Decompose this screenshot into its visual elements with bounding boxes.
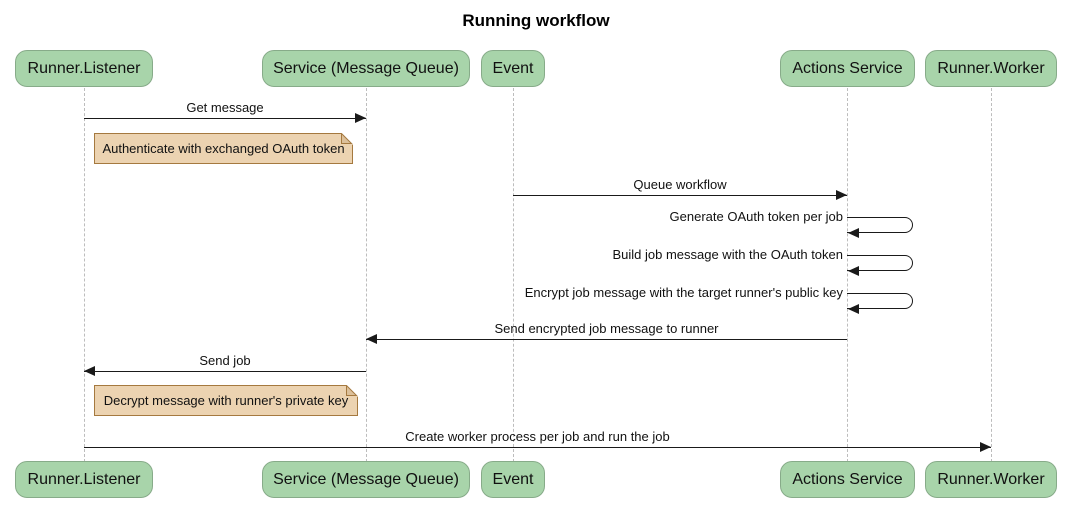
arrowhead-right-icon: [980, 442, 991, 452]
message-label: Encrypt job message with the target runn…: [524, 285, 843, 300]
note-text: Decrypt message with runner's private ke…: [103, 393, 349, 408]
lifeline-runner-worker: [991, 88, 992, 462]
actor-label: Actions Service: [792, 59, 903, 77]
arrowhead-left-icon: [848, 266, 859, 276]
actor-event-bottom: Event: [481, 461, 545, 498]
note-fold-icon: [346, 385, 358, 397]
arrowhead-right-icon: [355, 113, 366, 123]
arrowhead-right-icon: [836, 190, 847, 200]
arrowhead-left-icon: [366, 334, 377, 344]
actor-runner-listener-bottom: Runner.Listener: [15, 461, 153, 498]
self-loop-line: [847, 293, 913, 309]
actor-label: Runner.Worker: [937, 470, 1045, 488]
actor-label: Service (Message Queue): [273, 470, 459, 488]
note-fold-icon: [341, 133, 353, 145]
message-label: Create worker process per job and run th…: [405, 429, 670, 444]
actor-service-message-queue-top: Service (Message Queue): [262, 50, 470, 87]
self-loop-line: [847, 217, 913, 233]
lifeline-event: [513, 88, 514, 462]
message-label: Get message: [186, 100, 264, 115]
actor-label: Event: [492, 470, 534, 488]
actor-actions-service-bottom: Actions Service: [780, 461, 915, 498]
actor-runner-listener-top: Runner.Listener: [15, 50, 153, 87]
actor-runner-worker-bottom: Runner.Worker: [925, 461, 1057, 498]
actor-runner-worker-top: Runner.Worker: [925, 50, 1057, 87]
message-line: [84, 447, 991, 448]
self-loop-line: [847, 255, 913, 271]
message-label: Build job message with the OAuth token: [612, 247, 843, 262]
actor-actions-service-top: Actions Service: [780, 50, 915, 87]
message-line: [366, 339, 847, 340]
message-label: Send job: [199, 353, 251, 368]
message-line: [84, 371, 366, 372]
message-label: Generate OAuth token per job: [669, 209, 843, 224]
message-label: Send encrypted job message to runner: [494, 321, 719, 336]
lifeline-runner-listener: [84, 88, 85, 462]
actor-label: Service (Message Queue): [273, 59, 459, 77]
lifeline-service-message-queue: [366, 88, 367, 462]
actor-event-top: Event: [481, 50, 545, 87]
message-line: [84, 118, 366, 119]
message-line: [513, 195, 847, 196]
actor-label: Runner.Listener: [27, 470, 141, 488]
actor-label: Actions Service: [792, 470, 903, 488]
lifeline-actions-service: [847, 88, 848, 462]
arrowhead-left-icon: [848, 304, 859, 314]
arrowhead-left-icon: [848, 228, 859, 238]
arrowhead-left-icon: [84, 366, 95, 376]
actor-label: Event: [492, 59, 534, 77]
note-text: Authenticate with exchanged OAuth token: [102, 141, 345, 156]
actor-label: Runner.Worker: [937, 59, 1045, 77]
note: Authenticate with exchanged OAuth token: [94, 133, 353, 164]
message-label: Queue workflow: [633, 177, 727, 192]
actor-label: Runner.Listener: [27, 59, 141, 77]
diagram-title: Running workflow: [462, 11, 610, 30]
note: Decrypt message with runner's private ke…: [94, 385, 358, 416]
actor-service-message-queue-bottom: Service (Message Queue): [262, 461, 470, 498]
